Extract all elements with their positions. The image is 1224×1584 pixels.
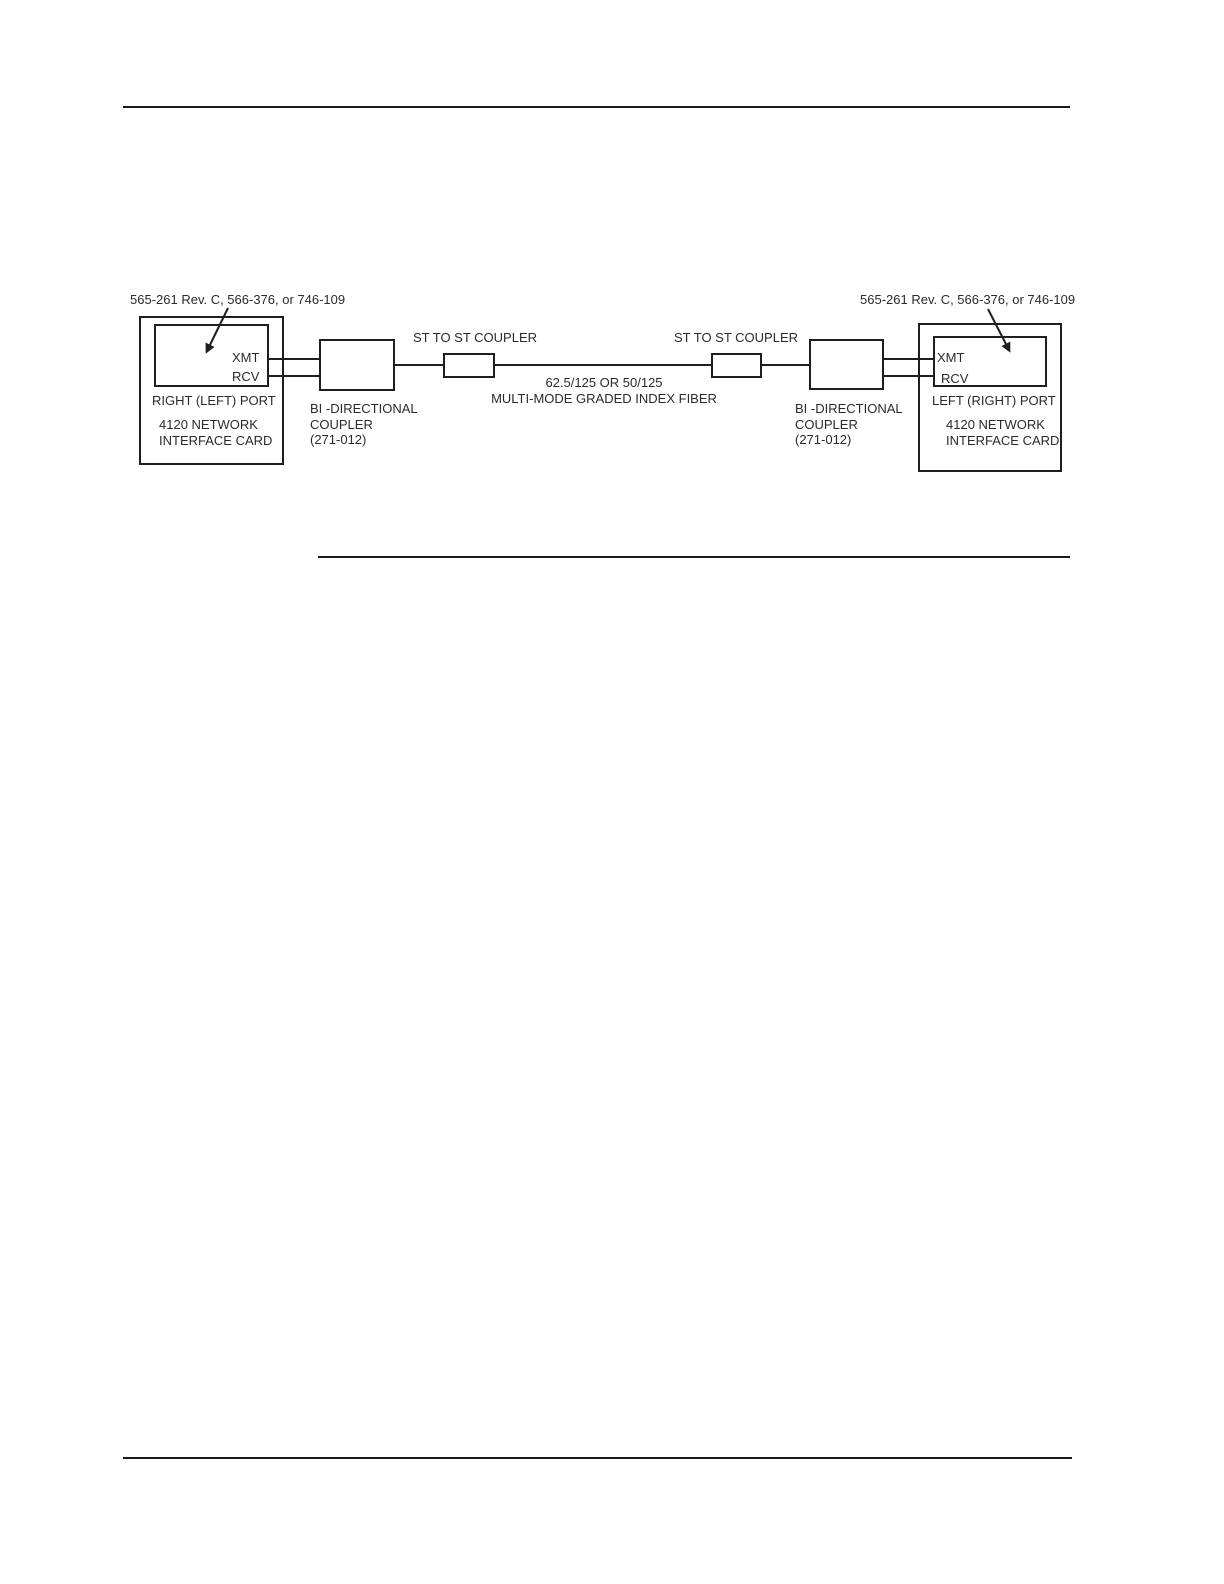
right-card-name-line1: 4120 NETWORK bbox=[946, 417, 1045, 432]
left-rcv-label: RCV bbox=[232, 369, 260, 384]
left-card-pointer-arrow bbox=[205, 307, 229, 354]
right-port-label: LEFT (RIGHT) PORT bbox=[932, 393, 1056, 408]
left-coupler-label-line2: COUPLER bbox=[310, 417, 373, 432]
right-card-name-line2: INTERFACE CARD bbox=[946, 433, 1059, 448]
right-card-port-box bbox=[933, 336, 1047, 387]
right-st-coupler-box bbox=[711, 353, 762, 378]
left-xmt-label: XMT bbox=[232, 350, 260, 365]
fiber-connection-diagram: 565-261 Rev. C, 566-376, or 746-109 XMT … bbox=[130, 292, 1075, 472]
figure-caption-rule bbox=[318, 556, 1070, 558]
left-st-coupler-box bbox=[443, 353, 495, 378]
right-coupler-label-line3: (271-012) bbox=[795, 432, 851, 447]
right-network-card: 565-261 Rev. C, 566-376, or 746-109 XMT … bbox=[860, 292, 1075, 472]
right-coupler-label-line2: COUPLER bbox=[795, 417, 858, 432]
left-coupler-label-line1: BI -DIRECTIONAL bbox=[310, 401, 418, 416]
right-rcv-label: RCV bbox=[941, 371, 969, 386]
right-card-part-numbers: 565-261 Rev. C, 566-376, or 746-109 bbox=[860, 292, 1075, 307]
right-st-coupler-label: ST TO ST COUPLER bbox=[674, 330, 798, 345]
left-card-name-line2: INTERFACE CARD bbox=[159, 433, 272, 448]
left-card-name-line1: 4120 NETWORK bbox=[159, 417, 258, 432]
left-card-part-numbers: 565-261 Rev. C, 566-376, or 746-109 bbox=[130, 292, 345, 307]
right-bidirectional-coupler: BI -DIRECTIONAL COUPLER (271-012) bbox=[795, 339, 903, 447]
fiber-spec-line2: MULTI-MODE GRADED INDEX FIBER bbox=[491, 391, 717, 406]
left-coupler-label-line3: (271-012) bbox=[310, 432, 366, 447]
right-xmt-label: XMT bbox=[937, 350, 965, 365]
left-card-outer-box bbox=[139, 316, 284, 465]
left-bidirectional-coupler: BI -DIRECTIONAL COUPLER (271-012) bbox=[310, 339, 418, 447]
right-coupler-box bbox=[809, 339, 884, 390]
right-card-pointer-arrow bbox=[987, 308, 1011, 353]
left-card-port-box bbox=[154, 324, 269, 387]
left-port-label: RIGHT (LEFT) PORT bbox=[152, 393, 276, 408]
footer-rule bbox=[123, 1457, 1072, 1459]
left-st-coupler-label: ST TO ST COUPLER bbox=[413, 330, 537, 345]
header-rule bbox=[123, 106, 1070, 108]
right-coupler-label-line1: BI -DIRECTIONAL bbox=[795, 401, 903, 416]
left-network-card: 565-261 Rev. C, 566-376, or 746-109 XMT … bbox=[130, 292, 345, 465]
right-card-outer-box bbox=[918, 323, 1062, 472]
fiber-spec-line1: 62.5/125 OR 50/125 bbox=[545, 375, 662, 390]
left-coupler-box bbox=[319, 339, 395, 391]
